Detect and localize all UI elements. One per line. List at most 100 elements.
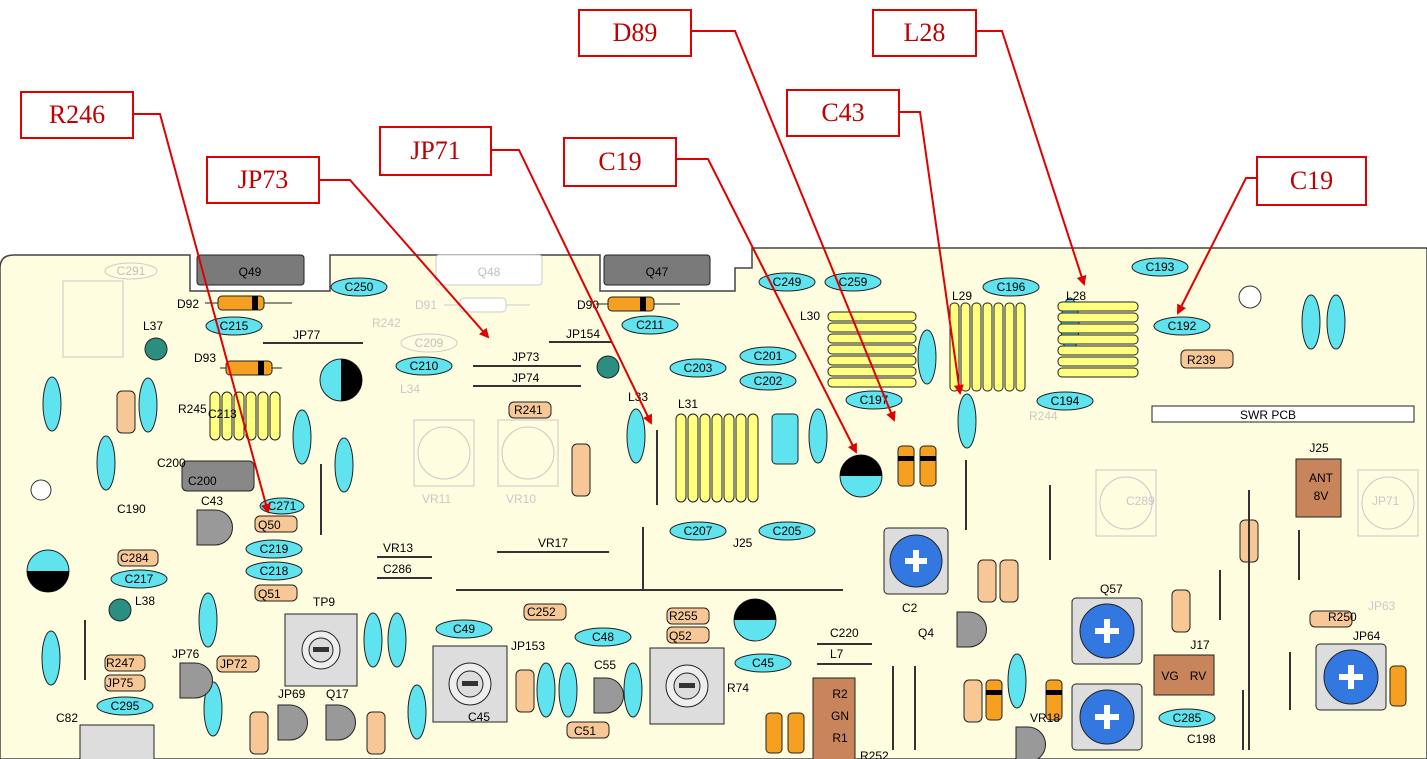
electrolytic-capacitor-c82 [733,598,777,642]
callout-c19a-text: C19 [598,147,642,176]
svg-text:JP76: JP76 [172,647,200,661]
svg-text:C196: C196 [997,280,1026,294]
trimpot-ghost [62,280,1419,537]
capacitor-c210: C210 [395,356,453,376]
mounting-hole [1238,285,1262,309]
svg-text:D90: D90 [577,298,599,312]
jumper-wire-group [84,341,1300,750]
adjustable-inductor-l7 [284,613,358,687]
connector-jx: R2 GN R1 [812,677,856,759]
svg-text:J17: J17 [1190,638,1210,652]
callout-r246: R246 [20,91,134,139]
svg-text:VR13: VR13 [383,541,413,555]
svg-text:ANT: ANT [1309,471,1334,485]
svg-text:C289: C289 [1126,494,1155,508]
svg-text:R74: R74 [727,681,749,695]
svg-text:C217: C217 [125,572,154,586]
arrow-jp73 [318,179,490,339]
svg-text:R2: R2 [832,687,848,701]
capacitor-c193: C193 [1131,257,1189,277]
q48-label: Q48 [478,265,501,279]
svg-text:C291: C291 [117,264,146,278]
svg-text:R242: R242 [372,316,401,330]
capacitor-c209: C209 [400,333,458,353]
capacitor-c217: C217 [110,569,168,589]
capacitor-c48: C48 [574,627,632,647]
diode-d90 [596,296,680,312]
arrow-r246 [132,113,271,514]
svg-text:R239: R239 [1187,353,1216,367]
svg-text:GN: GN [831,709,849,723]
callout-jp73-text: JP73 [237,165,289,194]
trimpot-vr14 [1315,643,1387,711]
adjustable-inductor-l5 [649,647,725,725]
svg-text:Q51: Q51 [258,587,281,601]
capacitor-c49: C49 [435,619,493,639]
capacitor-c197: C197 [845,390,903,410]
capacitor-c201: C201 [739,346,797,366]
svg-text:JP69: JP69 [278,687,306,701]
trimpot-vr18 [1071,597,1143,665]
diode-d93 [220,360,282,376]
capacitor-c207: C207 [669,521,727,541]
diode-d92 [205,295,292,311]
callout-l28-text: L28 [903,18,946,47]
svg-text:VG: VG [1161,669,1178,683]
callout-jp73: JP73 [206,156,320,204]
capacitor-c218: C218 [245,561,303,581]
svg-text:R252: R252 [860,749,889,759]
trimpot-vr16 [1071,683,1143,751]
q47-label: Q47 [646,265,669,279]
callout-l28: L28 [872,9,977,57]
svg-text:C250: C250 [345,280,374,294]
svg-text:C200: C200 [188,474,217,488]
svg-text:R250: R250 [1328,610,1357,624]
inductor-l31 [675,413,759,503]
q49-label: Q49 [239,265,262,279]
callout-d89: D89 [578,9,692,57]
transistor-q49: Q49 [196,254,305,286]
capacitor-c271: C271 [259,497,305,515]
inductor-l35 [209,391,281,441]
diode-d89 [897,445,915,487]
diode-d88 [919,445,937,487]
callout-d89-text: D89 [612,18,658,47]
diode-d107 [1389,665,1407,707]
adjustable-inductor-l6 [432,645,508,723]
inductor-l28 [1057,301,1139,378]
electrolytic-capacitor-c252 [26,549,70,593]
svg-text:VR17: VR17 [538,536,568,550]
svg-text:Q17: Q17 [326,687,349,701]
svg-text:JP64: JP64 [1353,629,1381,643]
inductor-l30 [827,311,917,388]
capacitor-c215: C215 [205,316,263,336]
arrow-c19a [675,158,857,454]
svg-text:R245: R245 [178,402,207,416]
electrolytic-capacitor-c214 [319,358,363,402]
svg-text:C2: C2 [902,601,918,615]
diode-d16-d17 [765,712,805,754]
svg-text:C198: C198 [1187,732,1216,746]
svg-text:R255: R255 [669,609,698,623]
svg-text:R1: R1 [832,731,848,745]
svg-text:J25: J25 [1309,441,1329,455]
svg-text:RV: RV [1190,669,1206,683]
svg-text:Q52: Q52 [669,629,692,643]
arrow-c43 [898,111,964,395]
capacitor-c291: C291 [104,262,158,280]
transistor-q48: Q48 [435,254,543,286]
svg-text:8V: 8V [1314,489,1329,503]
svg-text:JP154: JP154 [566,327,600,341]
svg-text:C285: C285 [1173,711,1202,725]
svg-text:C249: C249 [773,275,802,289]
callout-c43-text: C43 [821,98,865,127]
svg-text:JP77: JP77 [293,328,321,342]
callout-jp71-text: JP71 [410,136,461,165]
svg-text:JP153: JP153 [511,639,545,653]
svg-text:C215: C215 [220,319,249,333]
capacitor-c192: C192 [1153,316,1211,336]
svg-text:C209: C209 [415,336,444,350]
callout-c19b-text: C19 [1289,166,1334,195]
capacitor-c199 [771,413,799,465]
svg-text:C48: C48 [592,630,614,644]
